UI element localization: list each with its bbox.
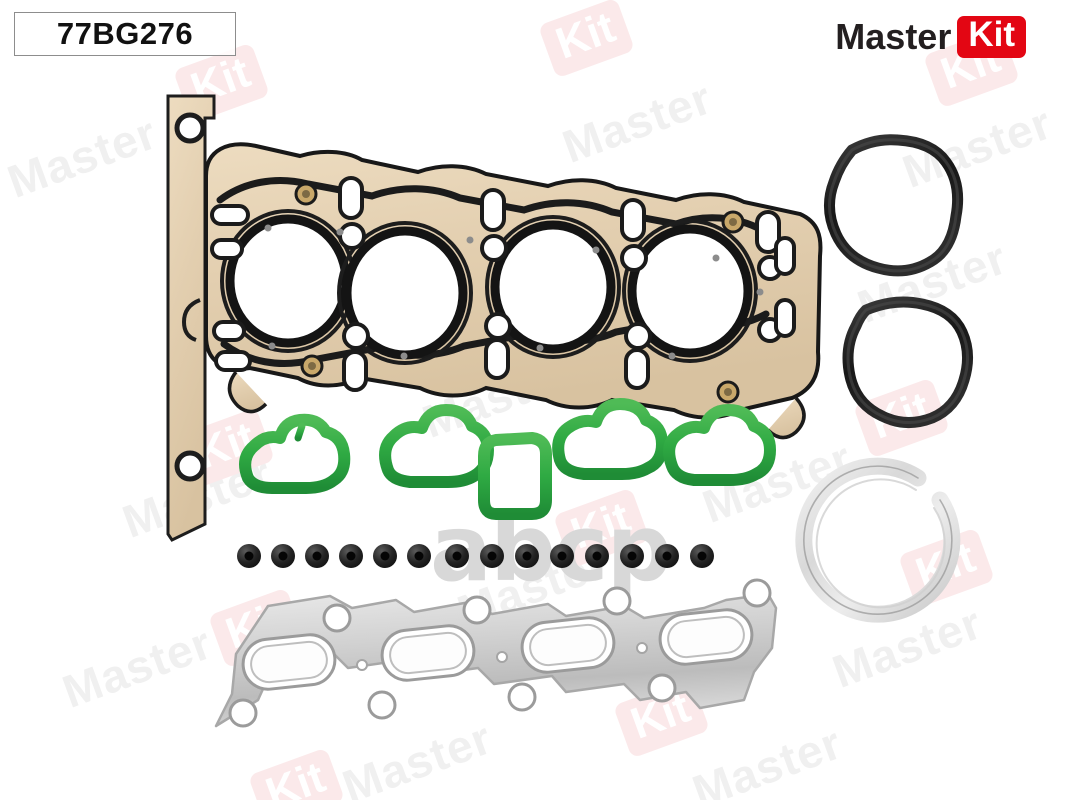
valve-stem-seals [237,544,714,568]
valve-stem-seal [515,544,539,568]
cylinder-head-gasket [166,94,823,542]
valve-stem-seal [271,544,295,568]
valve-stem-seal [480,544,504,568]
valve-stem-seal [445,544,469,568]
valve-stem-seal [407,544,431,568]
brand-logo: Master Kit [835,14,1026,60]
valve-stem-seal [339,544,363,568]
valve-stem-seal [550,544,574,568]
exhaust-manifold-gasket [214,578,778,728]
valve-stem-seal [655,544,679,568]
cover-gasket-lower [842,296,973,428]
part-number: 77BG276 [56,16,194,51]
part-number-box: 77BG276 [14,12,236,56]
valve-stem-seal [305,544,329,568]
brand-logo-kit-box: Kit [957,14,1026,59]
valve-stem-seal [237,544,261,568]
brand-logo-kit-text: Kit [968,14,1015,54]
cover-gasket-upper [824,134,964,277]
intake-manifold-gasket [239,398,776,520]
brand-logo-master-text: Master [835,16,952,57]
valve-stem-seal [585,544,609,568]
valve-stem-seal [690,544,714,568]
valve-stem-seal [620,544,644,568]
valve-stem-seal [373,544,397,568]
exhaust-seal-ring [795,457,961,623]
